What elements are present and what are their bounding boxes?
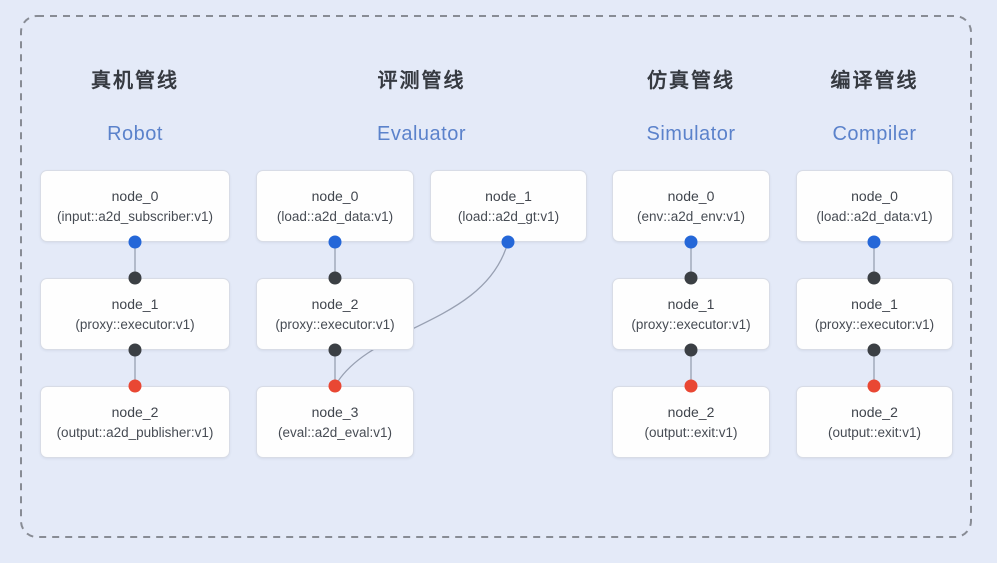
- node-box-simulator-node1: node_1 (proxy::executor:v1): [612, 278, 770, 350]
- node-name: node_2: [667, 403, 715, 420]
- node-box-robot-node1: node_1 (proxy::executor:v1): [40, 278, 230, 350]
- node-type: (eval::a2d_eval:v1): [277, 424, 393, 440]
- pipeline-subtitle-evaluator: Evaluator: [377, 123, 466, 145]
- node-type: (load::a2d_data:v1): [276, 208, 394, 224]
- node-name: node_0: [851, 187, 898, 204]
- node-name: node_1: [851, 295, 898, 312]
- node-type: (output::exit:v1): [644, 424, 738, 440]
- pipeline-title-evaluator: 评测管线: [377, 70, 466, 92]
- node-box-compiler-node1: node_1 (proxy::executor:v1): [796, 278, 953, 350]
- node-type: (input::a2d_subscriber:v1): [56, 208, 214, 224]
- node-name: node_0: [667, 187, 715, 204]
- node-name: node_0: [111, 187, 159, 204]
- node-type: (load::a2d_gt:v1): [457, 208, 560, 224]
- pipeline-title-compiler: 编译管线: [830, 70, 919, 92]
- node-type: (output::a2d_publisher:v1): [56, 424, 214, 440]
- node-name: node_2: [311, 295, 359, 312]
- pipeline-title-robot: 真机管线: [91, 70, 179, 92]
- node-type: (load::a2d_data:v1): [816, 208, 933, 224]
- node-type: (proxy::executor:v1): [75, 316, 195, 332]
- node-type: (env::a2d_env:v1): [636, 208, 746, 224]
- node-name: node_0: [311, 187, 359, 204]
- node-name: node_1: [111, 295, 159, 312]
- pipeline-subtitle-compiler: Compiler: [832, 123, 917, 145]
- node-box-evaluator-node2: node_2 (proxy::executor:v1): [256, 278, 414, 350]
- node-type: (proxy::executor:v1): [275, 316, 395, 332]
- node-box-simulator-node0: node_0 (env::a2d_env:v1): [612, 170, 770, 242]
- node-box-simulator-node2: node_2 (output::exit:v1): [612, 386, 770, 458]
- node-box-compiler-node0: node_0 (load::a2d_data:v1): [796, 170, 953, 242]
- node-name: node_2: [111, 403, 159, 420]
- node-name: node_2: [851, 403, 898, 420]
- node-name: node_3: [311, 403, 359, 420]
- pipelines-panel-border: [20, 15, 972, 538]
- pipeline-title-simulator: 仿真管线: [647, 70, 735, 92]
- node-type: (proxy::executor:v1): [631, 316, 751, 332]
- node-box-evaluator-node1: node_1 (load::a2d_gt:v1): [430, 170, 587, 242]
- pipeline-subtitle-robot: Robot: [107, 123, 163, 145]
- node-box-robot-node2: node_2 (output::a2d_publisher:v1): [40, 386, 230, 458]
- node-box-compiler-node2: node_2 (output::exit:v1): [796, 386, 953, 458]
- node-box-robot-node0: node_0 (input::a2d_subscriber:v1): [40, 170, 230, 242]
- node-type: (proxy::executor:v1): [814, 316, 935, 332]
- node-box-evaluator-node0: node_0 (load::a2d_data:v1): [256, 170, 414, 242]
- node-name: node_1: [667, 295, 715, 312]
- node-type: (output::exit:v1): [827, 424, 922, 440]
- pipeline-subtitle-simulator: Simulator: [646, 123, 736, 145]
- node-box-evaluator-node3: node_3 (eval::a2d_eval:v1): [256, 386, 414, 458]
- node-name: node_1: [485, 187, 532, 204]
